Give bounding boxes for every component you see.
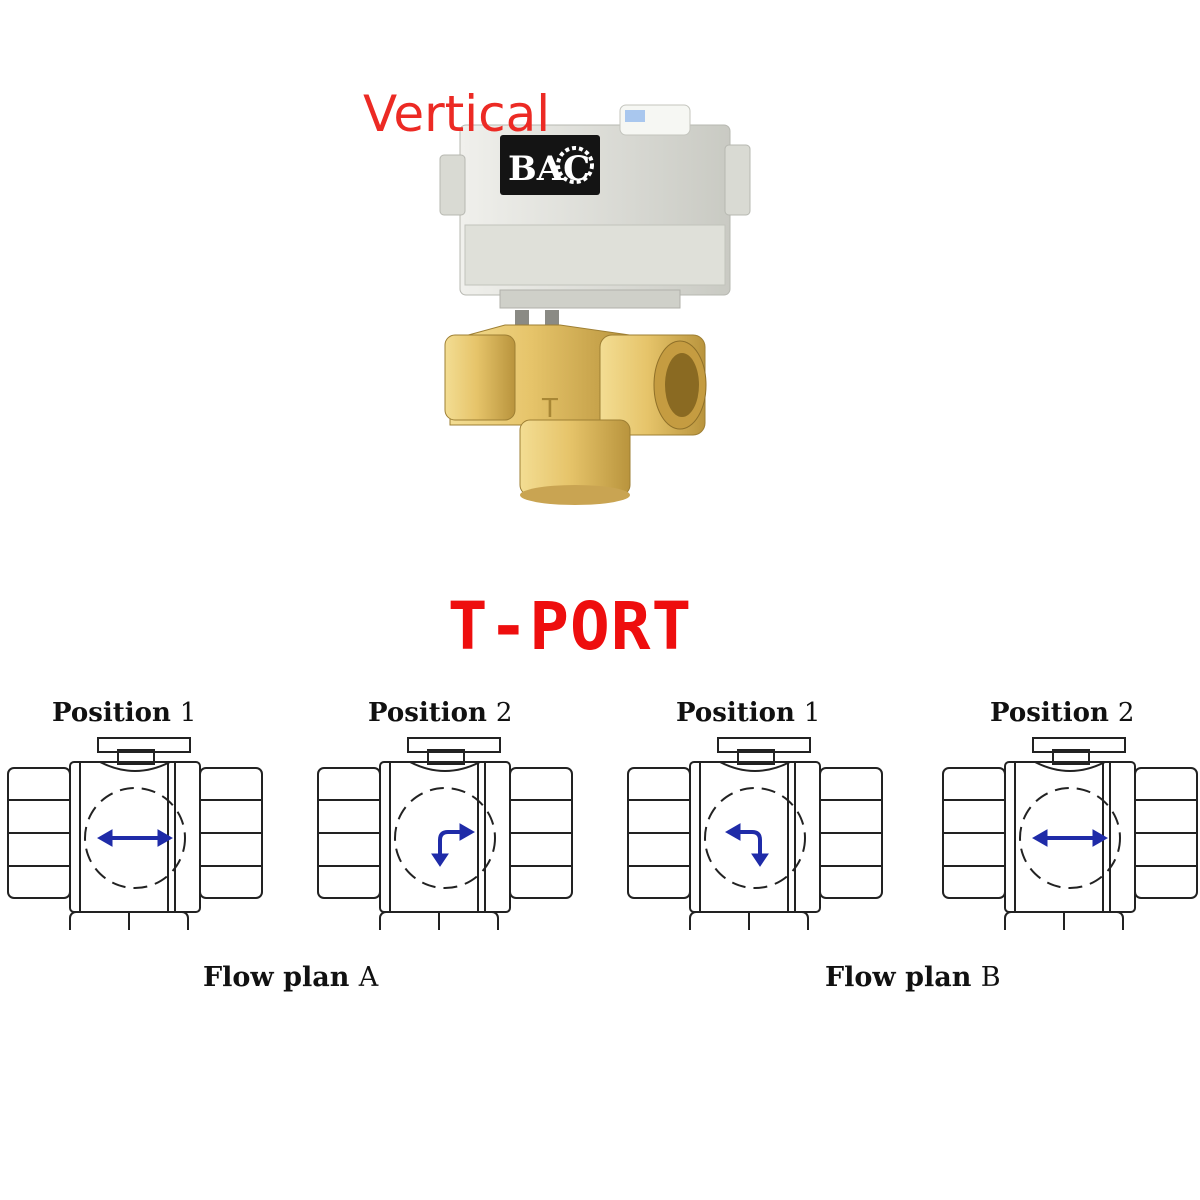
right-port [819,767,883,899]
flow-plan-a-label: Flow plan A [203,962,379,993]
valve-stem [97,737,191,772]
valve-diagram-3 [627,737,883,930]
brand-logo: BAC [508,149,590,189]
right-port [1134,767,1198,899]
orientation-label: Vertical [363,85,551,143]
valve-stem [717,737,811,772]
ball-outline [84,787,186,889]
left-port [7,767,71,899]
valve-diagram-1 [7,737,263,930]
flow-arrow-icon [724,823,769,867]
svg-text:BAC: BAC [508,149,590,189]
valve-diagram-4 [942,737,1198,930]
bottom-port [1004,911,1124,930]
bottom-port [379,911,499,930]
svg-text:T: T [541,394,558,424]
valve-diagram-2 [317,737,573,930]
left-port [627,767,691,899]
valve-body [689,761,821,913]
valve-photo: BAC T [439,104,751,505]
t-port-heading: T-PORT [447,588,693,665]
flow-arrow-icon [431,823,476,867]
flow-plan-b-label: Flow plan B [825,962,1001,993]
right-port [199,767,263,899]
ball-outline [704,787,806,889]
bottom-port [689,911,809,930]
valve-stem [1032,737,1126,772]
flow-arrow-icon [1031,829,1109,847]
valve-stem [407,737,501,772]
position-label-1b: Position 1 [676,698,821,728]
brass-valve-body: T [444,310,707,505]
ball-outline [1019,787,1121,889]
bottom-port [69,911,189,930]
ball-outline [394,787,496,889]
position-label-2b: Position 2 [990,698,1135,728]
flow-arrow-icon [96,829,174,847]
position-label-1a: Position 1 [52,698,197,728]
left-port [317,767,381,899]
valve-body [379,761,511,913]
position-label-2a: Position 2 [368,698,513,728]
right-port [509,767,573,899]
actuator [439,104,751,309]
left-port [942,767,1006,899]
